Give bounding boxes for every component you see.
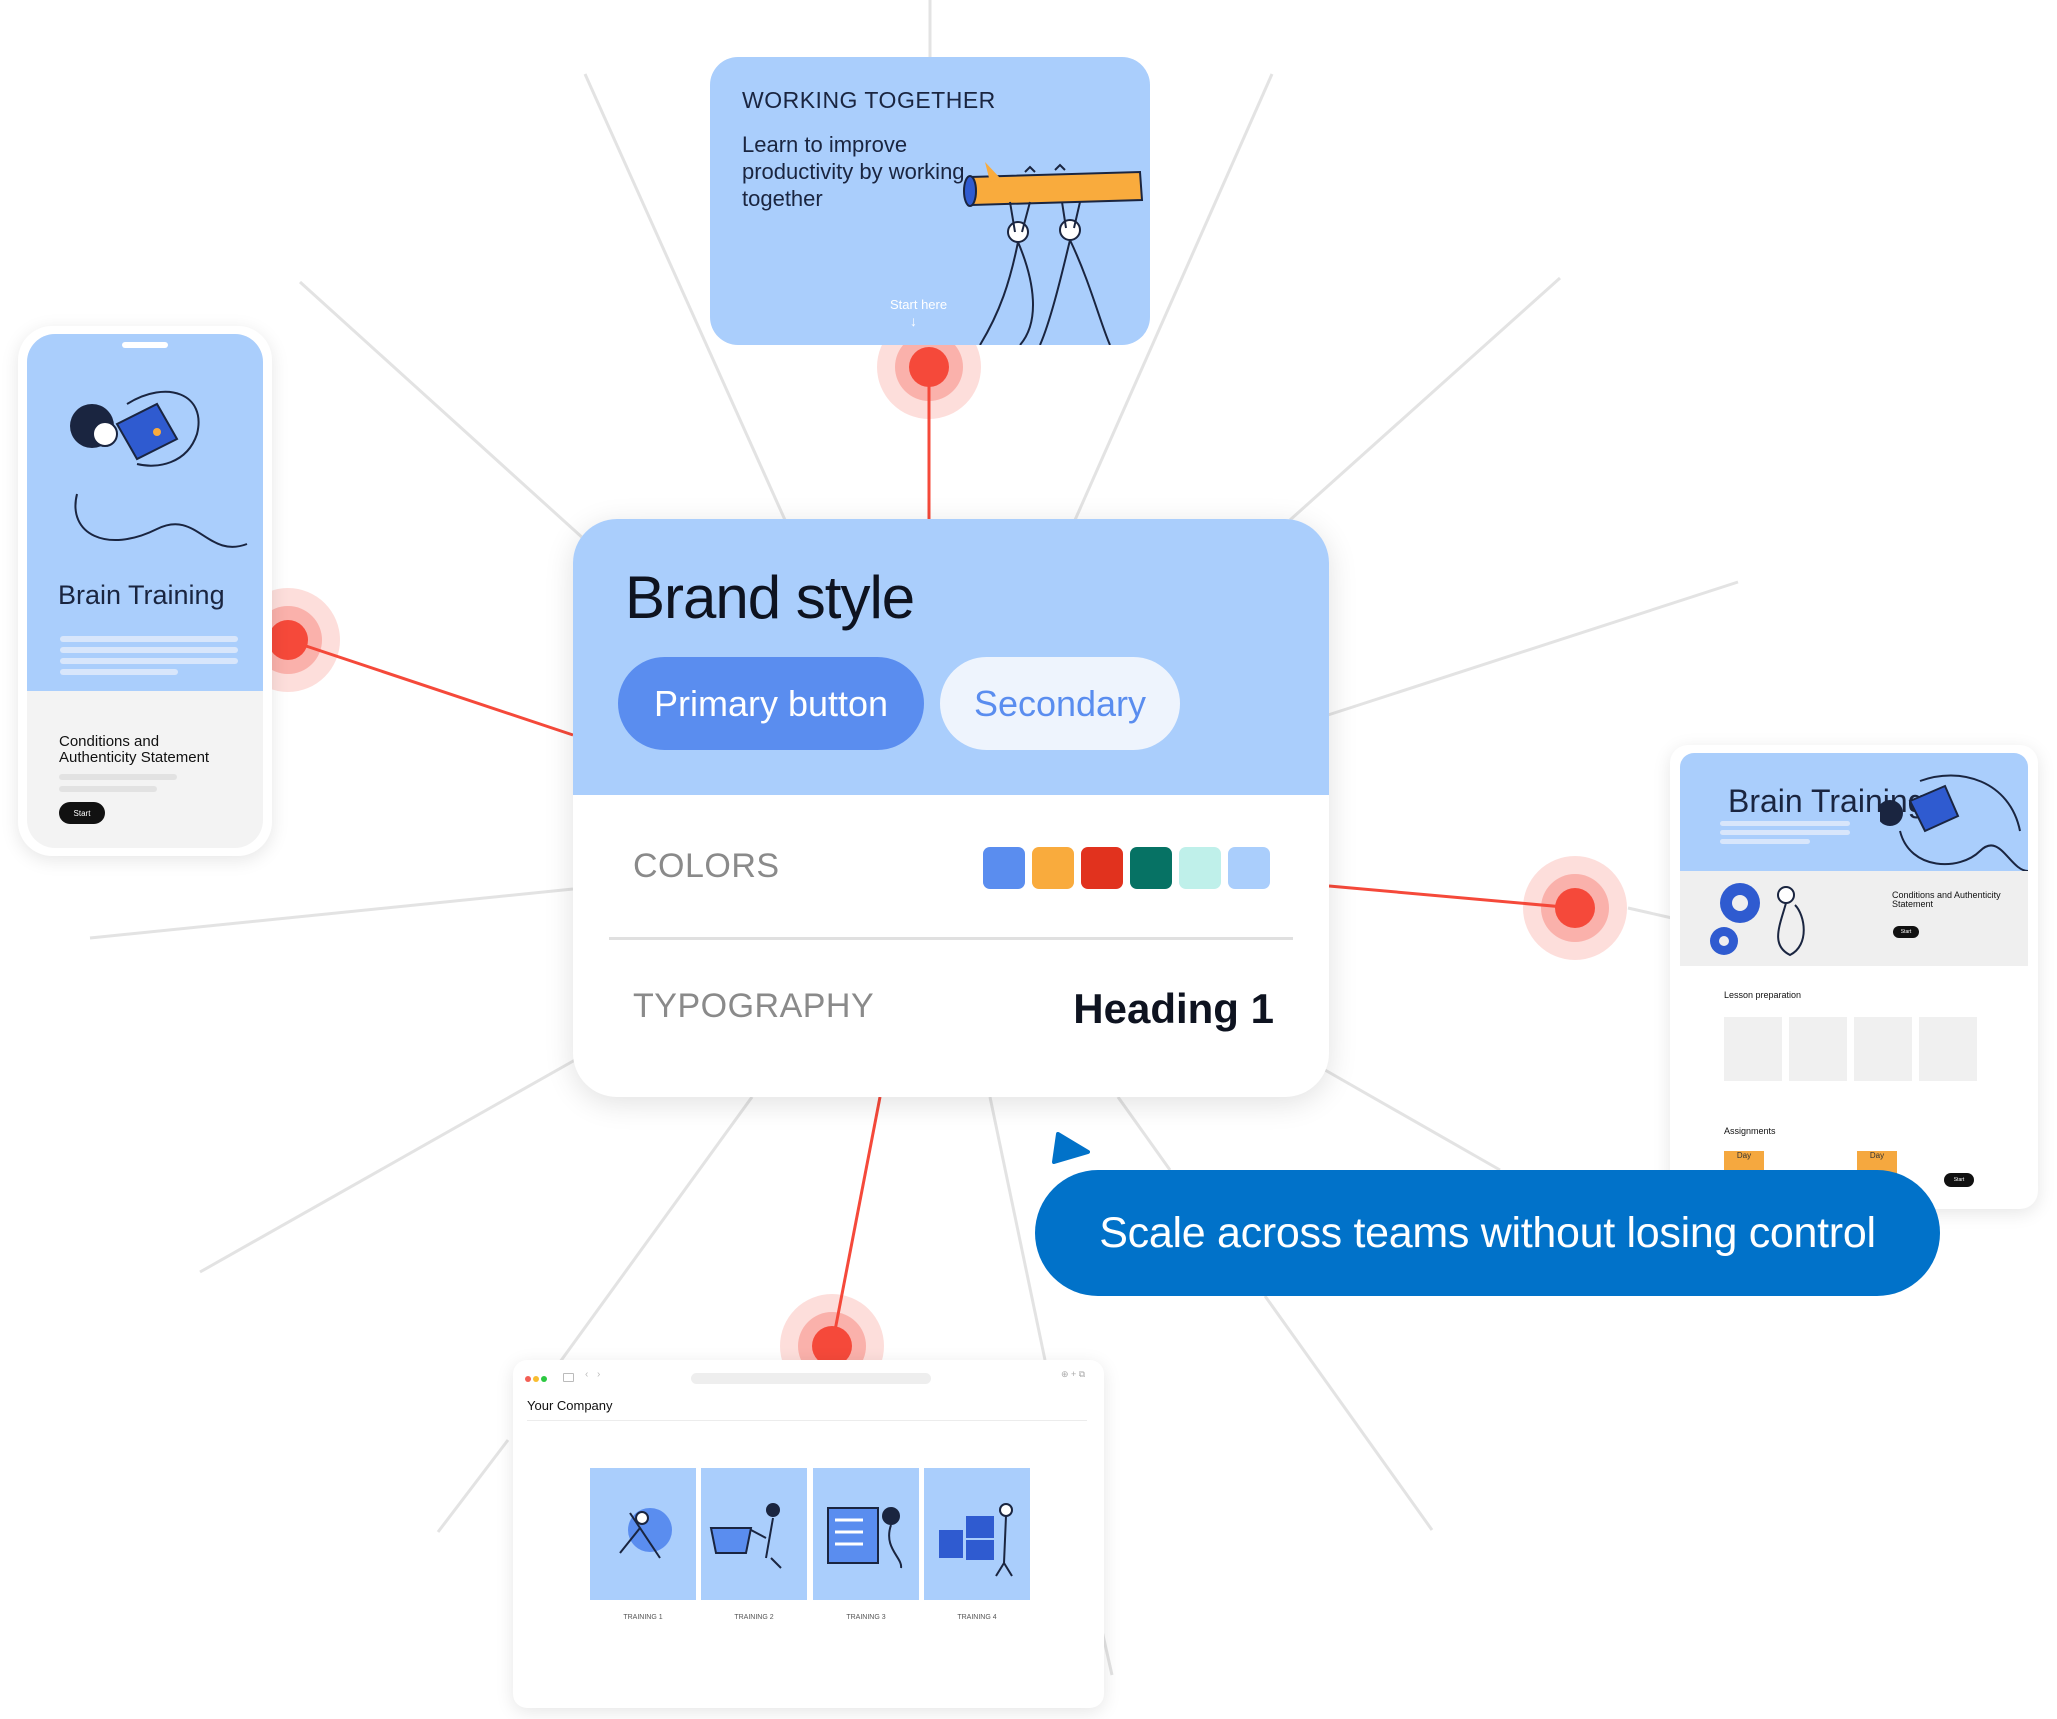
lms-section-heading: Conditions and Authenticity Statement [1892, 890, 2001, 909]
phone-section-heading: Conditions and Authenticity Statement [59, 733, 210, 766]
checklist-illustration [827, 1507, 903, 1569]
working-together-kicker: WORKING TOGETHER [742, 87, 996, 113]
phone-title: Brain Training [58, 580, 225, 610]
training-label: TRAINING 2 [734, 1614, 774, 1621]
brand-card-header: Brand style Primary button Secondary [573, 519, 1329, 795]
color-swatch[interactable] [983, 847, 1025, 889]
browser-actions-icons[interactable]: ⊕ + ⧉ [1061, 1369, 1086, 1379]
training-tile[interactable] [924, 1468, 1030, 1600]
lesson-thumbnail[interactable] [1854, 1017, 1912, 1081]
phone-hero: Brain Training [27, 334, 263, 691]
working-together-card[interactable]: WORKING TOGETHER Learn to improve produc… [710, 57, 1150, 345]
color-swatch[interactable] [1130, 847, 1172, 889]
arrow-down-icon: ↓ [910, 313, 917, 329]
color-swatch[interactable] [1032, 847, 1074, 889]
cursor-pointer-icon [1052, 1132, 1090, 1164]
lms-start-button[interactable]: Start [1893, 926, 1919, 938]
lms-course-card[interactable]: Brain Training Conditions and Authentici… [1670, 745, 2038, 1209]
training-label: TRAINING 3 [846, 1614, 886, 1621]
window-minimize-dot[interactable] [533, 1376, 539, 1382]
typography-label: TYPOGRAPHY [633, 987, 875, 1025]
training-tile[interactable] [701, 1468, 807, 1600]
running-person-illustration [619, 1508, 672, 1559]
brand-title: Brand style [625, 564, 915, 631]
primary-button[interactable]: Primary button [618, 657, 924, 750]
window-close-dot[interactable] [525, 1376, 531, 1382]
log-carrying-illustration [963, 162, 1144, 345]
sidebar-icon[interactable] [563, 1373, 574, 1382]
lesson-thumbnail[interactable] [1724, 1017, 1782, 1081]
working-together-subtitle: Learn to improve productivity by working… [742, 132, 965, 211]
colors-label: COLORS [633, 847, 780, 885]
text-placeholder [60, 647, 238, 653]
text-placeholder [1720, 830, 1850, 835]
phone-screen: Brain Training Conditions and Authentici… [27, 334, 263, 848]
training-label: TRAINING 4 [957, 1614, 997, 1621]
divider [609, 937, 1293, 940]
company-name: Your Company [527, 1398, 613, 1413]
browser-window: ‹ › ⊕ + ⧉ Your Company TRAINING 1 TRAINI… [513, 1360, 1104, 1708]
color-swatch[interactable] [1081, 847, 1123, 889]
assignment-start-button[interactable]: Start [1944, 1173, 1974, 1187]
phone-mockup: Brain Training Conditions and Authentici… [18, 326, 272, 856]
brand-style-card: Brand style Primary button Secondary COL… [573, 519, 1329, 1097]
heading-sample: Heading 1 [1073, 985, 1274, 1032]
phone-start-button[interactable]: Start [59, 802, 105, 824]
training-label: TRAINING 1 [623, 1614, 663, 1621]
boxes-illustration [939, 1503, 1013, 1577]
forward-icon[interactable]: › [597, 1369, 601, 1380]
secondary-button[interactable]: Secondary [940, 657, 1180, 750]
shopping-cart-illustration [709, 1503, 782, 1569]
lesson-thumbnail[interactable] [1789, 1017, 1847, 1081]
lesson-preparation-heading: Lesson preparation [1724, 990, 1802, 1000]
lms-hero: Brain Training [1680, 753, 2028, 871]
gears-person-illustration [1710, 883, 1805, 957]
color-swatch[interactable] [1228, 847, 1270, 889]
color-swatch[interactable] [1179, 847, 1221, 889]
window-maximize-dot[interactable] [541, 1376, 547, 1382]
lesson-thumbnail[interactable] [1919, 1017, 1977, 1081]
text-placeholder [59, 774, 177, 780]
address-bar[interactable] [691, 1373, 931, 1384]
text-placeholder [1720, 821, 1850, 826]
start-here-link[interactable]: Start here [890, 297, 948, 312]
laptop-person-illustration [70, 390, 248, 548]
assignments-heading: Assignments [1724, 1126, 1776, 1136]
phone-notch [122, 342, 168, 348]
back-icon[interactable]: ‹ [585, 1369, 589, 1380]
divider [527, 1420, 1087, 1421]
laptop-person-illustration [1880, 774, 2028, 871]
text-placeholder [60, 669, 178, 675]
tagline-banner: Scale across teams without losing contro… [1035, 1170, 1940, 1296]
lms-intro-section [1680, 871, 2028, 966]
text-placeholder [60, 658, 238, 664]
text-placeholder [59, 786, 157, 792]
text-placeholder [1720, 839, 1810, 844]
training-tile[interactable] [590, 1468, 696, 1600]
training-tile[interactable] [813, 1468, 919, 1600]
text-placeholder [60, 636, 238, 642]
